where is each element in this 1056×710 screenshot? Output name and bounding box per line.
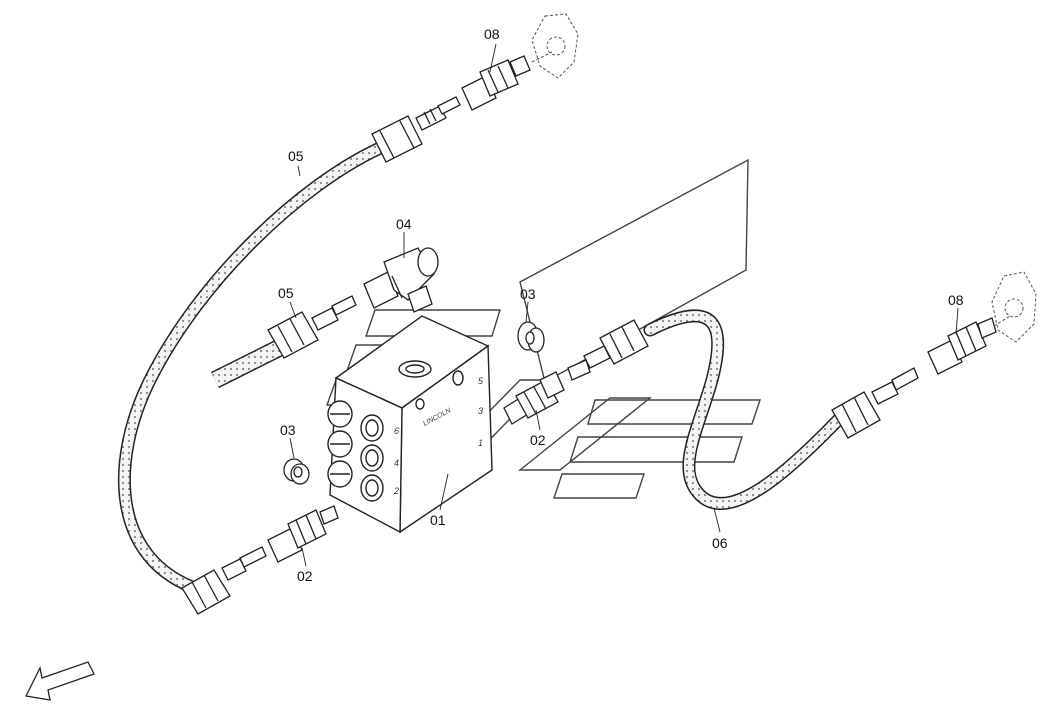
fitting-05-top xyxy=(371,96,461,163)
nut-top xyxy=(531,13,579,79)
plug-03-left xyxy=(283,458,310,485)
nut-right xyxy=(991,271,1037,343)
fitting-08-top xyxy=(461,55,531,111)
fitting-05-bottom xyxy=(181,546,267,615)
hose-05-stub xyxy=(210,336,290,389)
leader-lines xyxy=(289,43,959,567)
callout-02-bottom: 02 xyxy=(297,568,313,584)
port-mark-4: 4 xyxy=(394,458,400,468)
callout-06: 06 xyxy=(712,535,728,551)
callout-08-right: 08 xyxy=(948,292,964,308)
callout-08-top: 08 xyxy=(484,26,500,42)
fitting-06-left xyxy=(567,319,649,381)
fitting-05-mid xyxy=(267,295,357,359)
port-mark-2: 2 xyxy=(394,486,400,496)
fitting-08-right xyxy=(927,317,997,375)
plug-03-right xyxy=(517,321,545,353)
distributor-block-01 xyxy=(327,315,493,534)
port-mark-1: 1 xyxy=(478,438,484,448)
hose-05-long xyxy=(117,141,387,597)
fitting-02-right xyxy=(503,371,565,425)
port-mark-5: 5 xyxy=(478,376,484,386)
callout-03-right: 03 xyxy=(520,286,536,302)
fitting-06-right xyxy=(831,367,919,439)
port-mark-6: 6 xyxy=(394,426,400,436)
callout-05-top: 05 xyxy=(288,148,304,164)
direction-arrow xyxy=(25,661,95,701)
fitting-02-bottom xyxy=(267,505,339,563)
port-mark-3: 3 xyxy=(478,406,484,416)
callout-04: 04 xyxy=(396,216,412,232)
callout-05-mid: 05 xyxy=(278,285,294,301)
elbow-04 xyxy=(363,247,439,313)
callout-01: 01 xyxy=(430,512,446,528)
hose-06 xyxy=(643,309,847,510)
callout-03-left: 03 xyxy=(280,422,296,438)
callout-02-right: 02 xyxy=(530,432,546,448)
